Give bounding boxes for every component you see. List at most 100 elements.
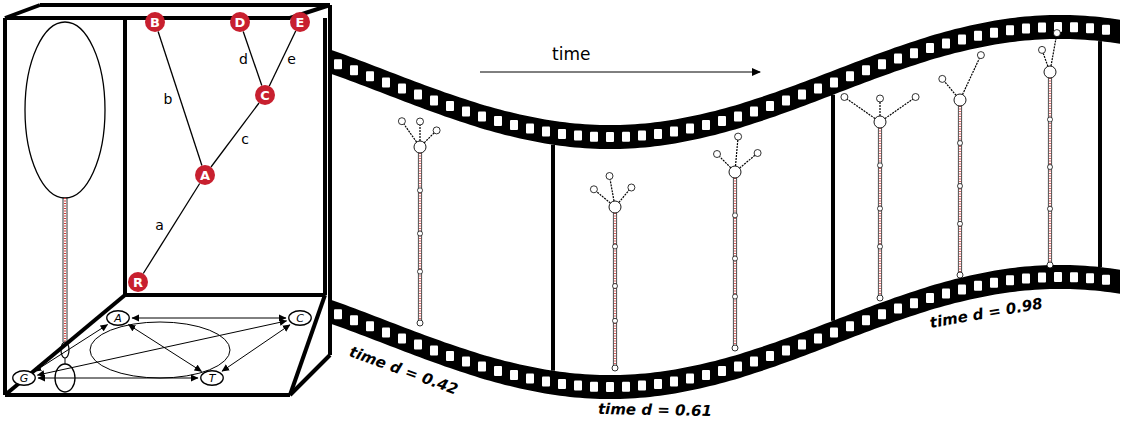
- sprocket-hole: [958, 284, 966, 294]
- tree-node: C: [255, 85, 275, 105]
- sprocket-hole: [670, 127, 678, 137]
- sprocket-hole: [494, 116, 502, 126]
- sprocket-hole: [702, 120, 710, 130]
- node-ellipse: [13, 371, 36, 386]
- sprocket-hole: [558, 129, 566, 139]
- sprocket-hole: [910, 298, 918, 308]
- sprocket-hole: [686, 374, 694, 384]
- sprocket-hole: [782, 95, 790, 105]
- sprocket-hole: [622, 382, 630, 392]
- sprocket-hole: [462, 357, 470, 367]
- sprocket-hole: [798, 340, 806, 350]
- sprocket-hole: [702, 370, 710, 380]
- sprocket-hole: [1102, 275, 1110, 285]
- sprocket-hole: [334, 309, 342, 319]
- sprocket-hole: [990, 278, 998, 288]
- sprocket-hole: [942, 289, 950, 299]
- node-disc: [290, 12, 310, 32]
- sprocket-hole: [462, 107, 470, 117]
- sprocket-hole: [894, 54, 902, 64]
- sprocket-hole: [926, 293, 934, 303]
- sprocket-hole: [718, 366, 726, 376]
- branch-label: a: [155, 217, 164, 233]
- node-letter: T: [209, 373, 216, 384]
- sprocket-hole: [1038, 22, 1046, 32]
- sprocket-hole: [414, 340, 422, 350]
- film-band: [330, 265, 1120, 399]
- sprocket-hole: [750, 107, 758, 117]
- sprocket-hole: [1102, 25, 1110, 35]
- nucleotide-node: C: [288, 310, 312, 326]
- nucleotide-node: A: [106, 310, 130, 326]
- sprocket-hole: [494, 366, 502, 376]
- sprocket-hole: [1022, 274, 1030, 284]
- sprocket-hole: [574, 381, 582, 391]
- substitution-loop: [90, 322, 230, 378]
- time-label: time d = 0.61: [598, 400, 712, 420]
- node-disc: [195, 165, 215, 185]
- sprocket-hole: [606, 382, 614, 392]
- sprocket-hole: [574, 131, 582, 141]
- sprocket-hole: [670, 377, 678, 387]
- sprocket-hole: [990, 28, 998, 38]
- node-letter: C: [296, 313, 304, 324]
- sprocket-hole: [654, 129, 662, 139]
- sprocket-hole: [510, 370, 518, 380]
- sprocket-hole: [526, 124, 534, 134]
- sprocket-hole: [750, 357, 758, 367]
- node-disc: [230, 12, 250, 32]
- node-ellipse: [201, 371, 224, 386]
- node-letter: B: [150, 16, 160, 29]
- sprocket-hole: [846, 71, 854, 81]
- sprocket-hole: [398, 84, 406, 94]
- sprocket-hole: [1006, 275, 1014, 285]
- tree-node: A: [195, 165, 215, 185]
- sprocket-hole: [734, 362, 742, 372]
- node-letter: E: [296, 16, 305, 29]
- tree-branch: [158, 32, 202, 166]
- sprocket-hole: [350, 65, 358, 75]
- sprocket-hole: [446, 351, 454, 361]
- sprocket-hole: [846, 321, 854, 331]
- sprocket-hole: [478, 362, 486, 372]
- sprocket-hole: [1070, 272, 1078, 282]
- node-disc: [255, 85, 275, 105]
- tree-branch: [143, 184, 199, 274]
- branch-label: c: [241, 131, 249, 147]
- node-disc: [145, 12, 165, 32]
- sprocket-hole: [942, 39, 950, 49]
- sprocket-hole: [622, 132, 630, 142]
- sprocket-hole: [366, 321, 374, 331]
- sprocket-hole: [638, 131, 646, 141]
- sprocket-hole: [1054, 272, 1062, 282]
- branch-label: d: [239, 51, 248, 67]
- film-strip: [330, 15, 1120, 399]
- tree-branch: [269, 31, 295, 86]
- rna-hairpin: [25, 22, 105, 392]
- sprocket-hole: [382, 327, 390, 337]
- node-letter: D: [235, 16, 246, 29]
- frame-divider: [831, 95, 835, 321]
- sprocket-hole: [894, 304, 902, 314]
- rna-structure: [398, 118, 440, 326]
- sprocket-hole: [542, 127, 550, 137]
- sprocket-hole: [910, 48, 918, 58]
- sprocket-hole: [590, 382, 598, 392]
- substitution-arrow: [34, 325, 107, 372]
- sprocket-hole: [446, 101, 454, 111]
- sprocket-hole: [862, 315, 870, 325]
- substitution-arrow: [38, 378, 198, 379]
- tree-node: D: [230, 12, 250, 32]
- rna-structures: [398, 30, 1060, 371]
- substitution-arrow: [132, 318, 286, 319]
- sprocket-hole: [542, 377, 550, 387]
- sprocket-hole: [766, 101, 774, 111]
- sprocket-hole: [606, 132, 614, 142]
- sprocket-hole: [974, 281, 982, 291]
- sprocket-hole: [830, 77, 838, 87]
- tree-branch: [211, 103, 259, 167]
- rna-structure: [841, 94, 919, 302]
- node-letter: G: [20, 373, 29, 384]
- sprocket-hole: [350, 315, 358, 325]
